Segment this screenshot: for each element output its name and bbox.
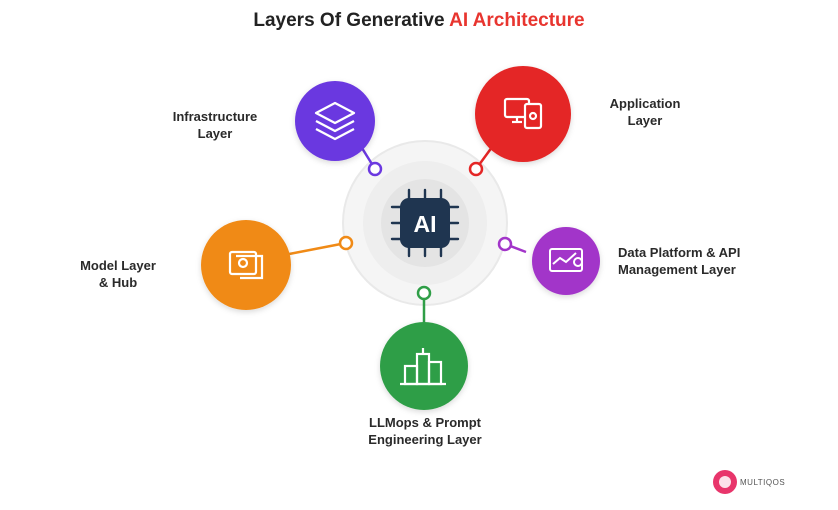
label-data-platform: Data Platform & API Management Layer [618, 244, 808, 278]
label-infrastructure-line2: Layer [197, 126, 233, 141]
title-prefix: Layers Of Generative [253, 10, 450, 31]
label-infrastructure-line1: Infrastructure [172, 109, 258, 124]
layer-infrastructure [295, 81, 383, 177]
label-llmops: LLMops & Prompt Engineering Layer [335, 414, 515, 448]
brand-logo-icon [713, 470, 737, 494]
dashboard-chart-icon [549, 248, 583, 272]
layer-application [468, 66, 571, 177]
devices-icon [503, 97, 543, 130]
label-data-platform-line2: Management Layer [618, 262, 736, 277]
label-application-line2: Layer [627, 113, 663, 128]
layer-data-platform [497, 227, 600, 295]
hub-node: AI [342, 140, 508, 306]
layer-model [201, 220, 354, 310]
model-card-icon [228, 250, 264, 280]
buildings-icon [400, 348, 446, 386]
label-llmops-line1: LLMops & Prompt [369, 415, 481, 430]
page-title: Layers Of Generative AI Architecture [0, 10, 838, 32]
label-data-platform-line1: Data Platform & API [618, 245, 741, 260]
label-application-line1: Application [609, 96, 681, 111]
label-infrastructure: Infrastructure Layer [150, 108, 280, 142]
label-application: Application Layer [590, 95, 700, 129]
brand-name: MULTIQOS [740, 477, 786, 487]
ai-chip-icon: AI [390, 188, 460, 258]
brand-logo: MULTIQOS [713, 469, 785, 495]
layer-llmops [380, 285, 468, 410]
title-accent: AI Architecture [449, 10, 585, 31]
label-model: Model Layer & Hub [58, 257, 178, 291]
label-llmops-line2: Engineering Layer [368, 432, 482, 447]
label-model-line1: Model Layer [80, 258, 156, 273]
stack-layers-icon [314, 101, 356, 141]
label-model-line2: & Hub [98, 275, 138, 290]
hub-label: AI [414, 211, 437, 237]
